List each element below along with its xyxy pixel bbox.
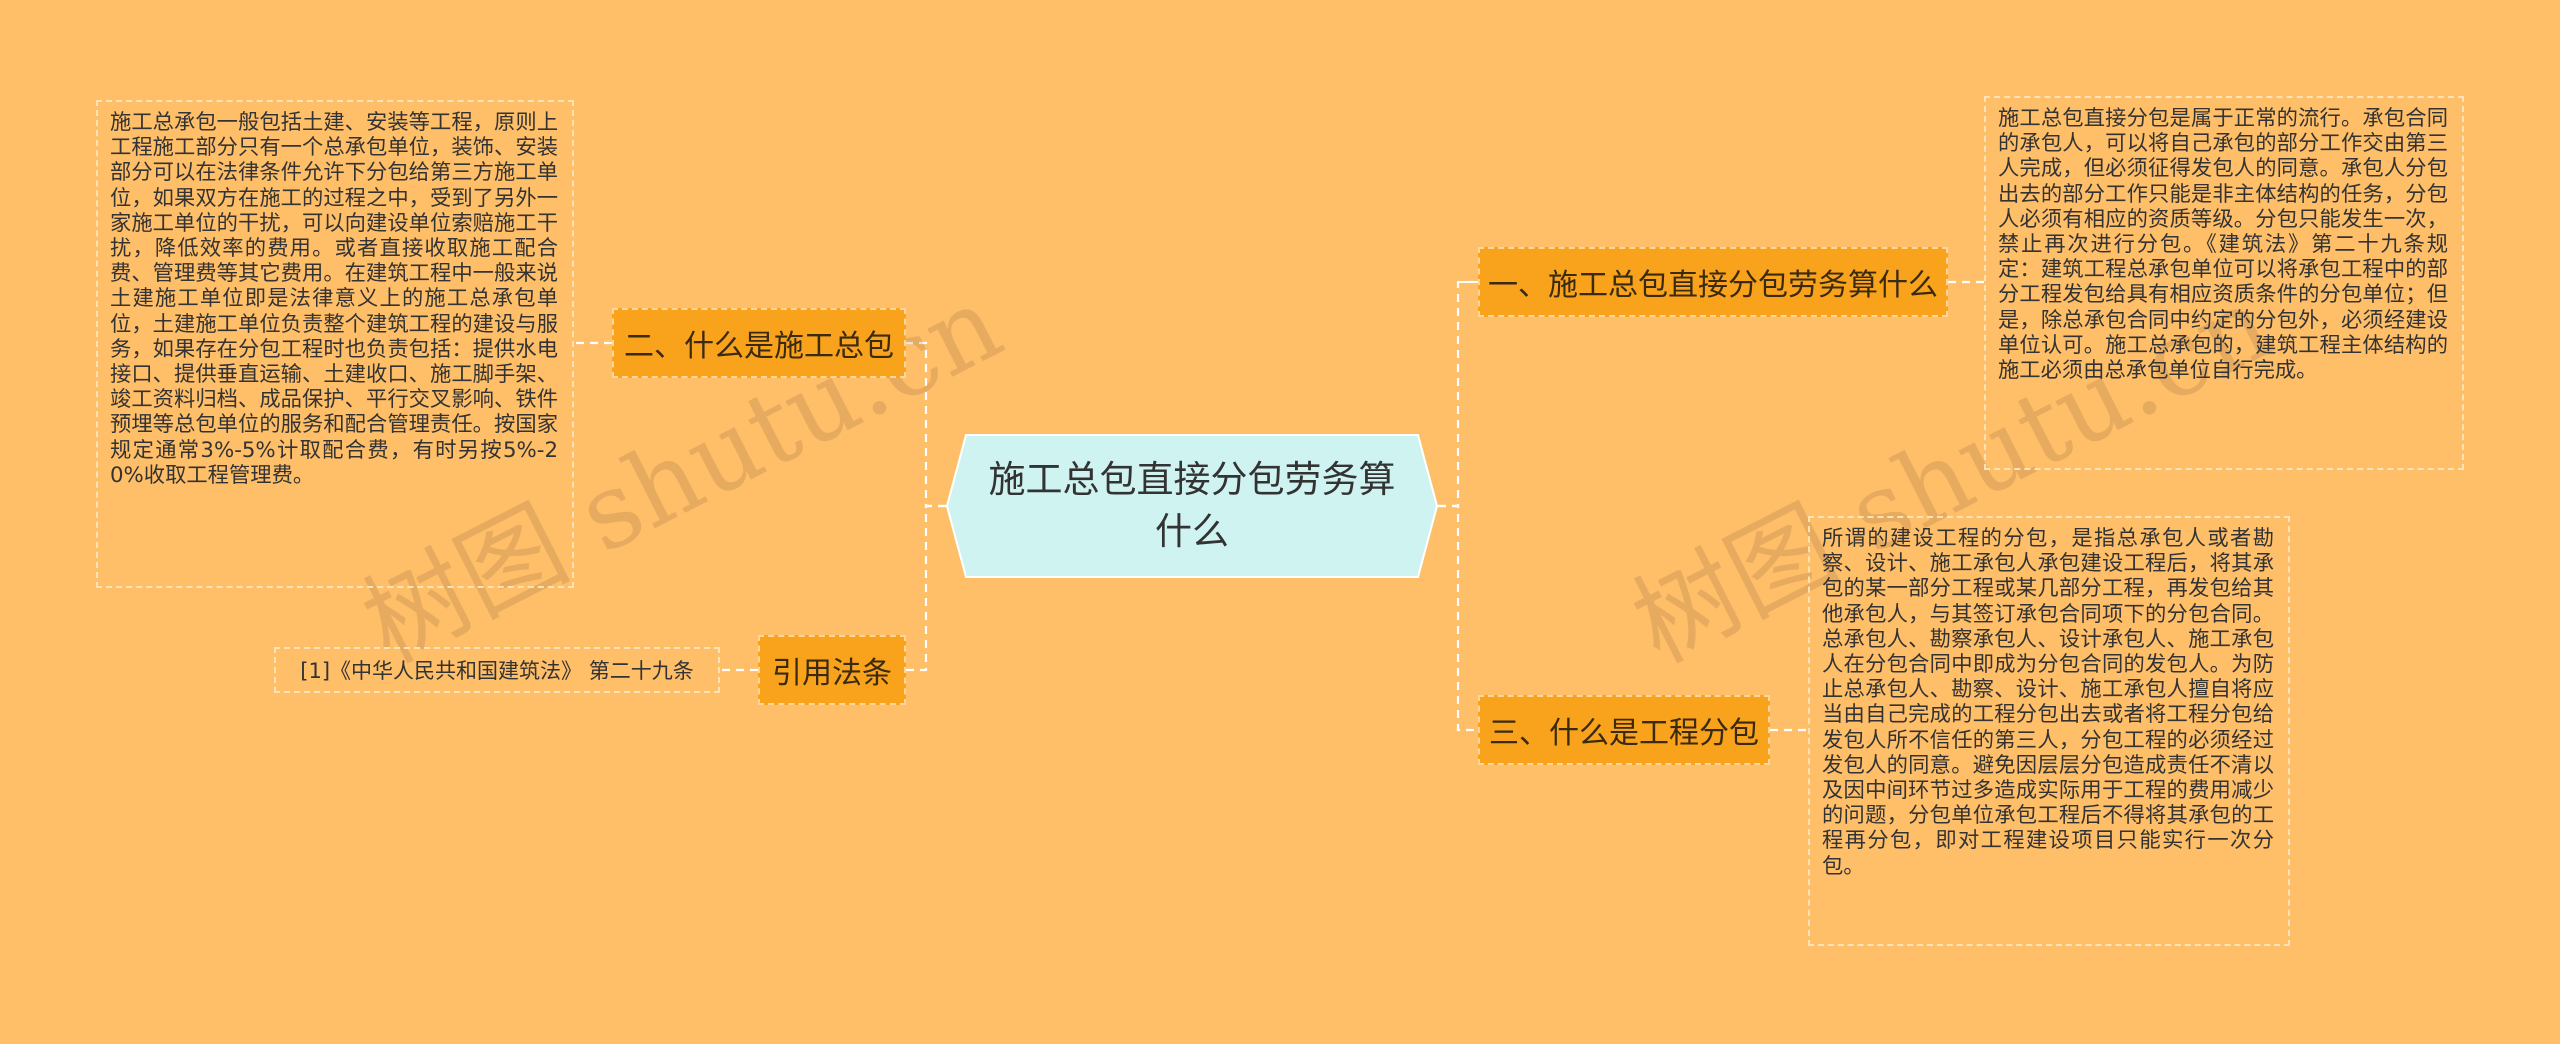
cited-law-reference: [1]《中华人民共和国建筑法》 第二十九条 (274, 647, 720, 693)
branch-one-label: 一、施工总包直接分包劳务算什么 (1488, 268, 1938, 303)
note-branch-three-text: 所谓的建设工程的分包，是指总承包人或者勘察、设计、施工承包人承包建设工程后，将其… (1822, 526, 2274, 879)
connector-center-b3 (1438, 504, 1478, 732)
branch-two[interactable]: 二、什么是施工总包 (612, 308, 906, 378)
connector-center-b2 (906, 341, 946, 508)
central-topic-label: 施工总包直接分包劳务算什么 (988, 458, 1396, 553)
connector-center-b4 (906, 504, 946, 672)
note-branch-one: 施工总包直接分包是属于正常的流行。承包合同的承包人，可以将自己承包的部分工作交由… (1984, 96, 2464, 470)
cited-law-reference-text: [1]《中华人民共和国建筑法》 第二十九条 (300, 659, 694, 683)
note-branch-one-text: 施工总包直接分包是属于正常的流行。承包合同的承包人，可以将自己承包的部分工作交由… (1998, 106, 2448, 384)
branch-two-label: 二、什么是施工总包 (624, 329, 894, 364)
note-branch-two-text: 施工总承包一般包括土建、安装等工程，原则上工程施工部分只有一个总承包单位，装饰、… (110, 110, 558, 488)
connector-center-b1 (1438, 280, 1478, 508)
branch-three-label: 三、什么是工程分包 (1489, 716, 1759, 751)
branch-three[interactable]: 三、什么是工程分包 (1478, 695, 1770, 765)
note-branch-three: 所谓的建设工程的分包，是指总承包人或者勘察、设计、施工承包人承包建设工程后，将其… (1808, 516, 2290, 946)
branch-one[interactable]: 一、施工总包直接分包劳务算什么 (1478, 247, 1948, 317)
branch-cited-law-label: 引用法条 (772, 656, 892, 691)
branch-cited-law[interactable]: 引用法条 (758, 635, 906, 705)
note-branch-two: 施工总承包一般包括土建、安装等工程，原则上工程施工部分只有一个总承包单位，装饰、… (96, 100, 574, 588)
central-topic[interactable]: 施工总包直接分包劳务算什么 (946, 434, 1438, 578)
